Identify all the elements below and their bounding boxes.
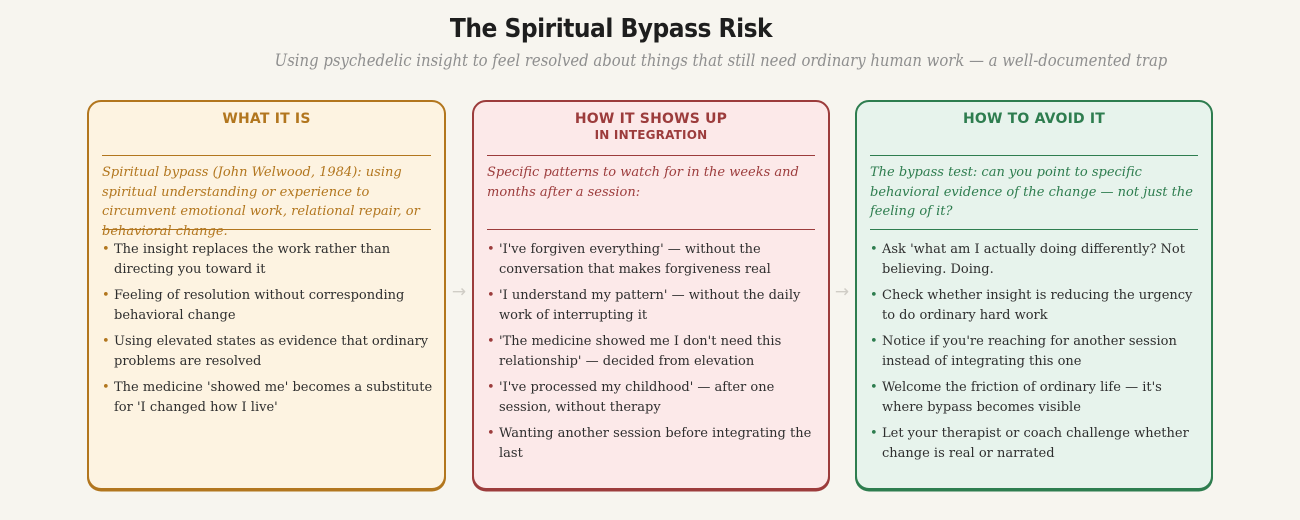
arrow-right-icon: → (451, 282, 467, 302)
section-divider (487, 229, 815, 230)
bullet-icon: • (102, 242, 110, 257)
section-divider (870, 155, 1198, 156)
bullet-text: Welcome the friction of ordinary life — … (882, 380, 1162, 415)
bullet-icon: • (870, 288, 878, 303)
bullet-text: Using elevated states as evidence that o… (114, 334, 429, 369)
panel-what-it-is: WHAT IT IS Spiritual bypass (John Welwoo… (87, 100, 446, 490)
bullet-text: The insight replaces the work rather tha… (114, 242, 391, 277)
panel-title: HOW TO AVOID IT (962, 111, 1106, 127)
list-item: • 'I understand my pattern' — without th… (487, 286, 821, 325)
bullet-icon: • (870, 334, 878, 349)
bullet-icon: • (487, 288, 495, 303)
panel-how-to-avoid-it: HOW TO AVOID IT The bypass test: can you… (855, 100, 1213, 490)
bullet-icon: • (487, 426, 495, 441)
list-item: • Using elevated states as evidence that… (102, 332, 437, 371)
bullet-icon: • (487, 242, 495, 257)
bullet-icon: • (870, 426, 878, 441)
arrow-right-icon: → (834, 282, 850, 302)
panel-how-it-shows-up: HOW IT SHOWS UP IN INTEGRATION Specific … (472, 100, 830, 490)
bullet-icon: • (102, 334, 110, 349)
bullet-icon: • (487, 334, 495, 349)
list-item: • Welcome the friction of ordinary life … (870, 378, 1204, 417)
list-item: • 'I've forgiven everything' — without t… (487, 240, 821, 279)
bullet-icon: • (870, 380, 878, 395)
list-item: • 'The medicine showed me I don't need t… (487, 332, 821, 371)
bullet-text: 'I've processed my childhood' — after on… (499, 380, 775, 415)
bullet-text: Feeling of resolution without correspond… (114, 288, 405, 323)
bullet-icon: • (870, 242, 878, 257)
panel-description: Spiritual bypass (John Welwood, 1984): u… (102, 165, 420, 239)
bullet-list: • The insight replaces the work rather t… (102, 240, 437, 424)
panel-title: WHAT IT IS (222, 111, 311, 127)
panel-title: HOW IT SHOWS UP (574, 111, 728, 127)
bullet-icon: • (102, 288, 110, 303)
page-subtitle: Using psychedelic insight to feel resolv… (274, 51, 1168, 70)
bullet-list: • 'I've forgiven everything' — without t… (487, 240, 821, 470)
panel-description: The bypass test: can you point to specif… (870, 165, 1193, 219)
bullet-text: Wanting another session before integrati… (499, 426, 812, 461)
list-item: • Ask 'what am I actually doing differen… (870, 240, 1204, 279)
list-item: • Wanting another session before integra… (487, 424, 821, 463)
bullet-text: Let your therapist or coach challenge wh… (882, 426, 1189, 461)
section-divider (102, 229, 431, 230)
bullet-text: 'The medicine showed me I don't need thi… (499, 334, 782, 369)
bullet-icon: • (102, 380, 110, 395)
bullet-text: Notice if you're reaching for another se… (882, 334, 1177, 369)
bullet-text: 'I've forgiven everything' — without the… (499, 242, 771, 277)
list-item: • Notice if you're reaching for another … (870, 332, 1204, 371)
section-divider (487, 155, 815, 156)
bullet-text: 'I understand my pattern' — without the … (499, 288, 801, 323)
list-item: • The medicine 'showed me' becomes a sub… (102, 378, 437, 417)
section-divider (870, 229, 1198, 230)
list-item: • The insight replaces the work rather t… (102, 240, 437, 279)
bullet-list: • Ask 'what am I actually doing differen… (870, 240, 1204, 470)
list-item: • Let your therapist or coach challenge … (870, 424, 1204, 463)
list-item: • Feeling of resolution without correspo… (102, 286, 437, 325)
panel-subtitle: IN INTEGRATION (594, 128, 708, 142)
bullet-text: Ask 'what am I actually doing differentl… (882, 242, 1185, 277)
bullet-text: Check whether insight is reducing the ur… (882, 288, 1193, 323)
list-item: • Check whether insight is reducing the … (870, 286, 1204, 325)
list-item: • 'I've processed my childhood' — after … (487, 378, 821, 417)
bullet-icon: • (487, 380, 495, 395)
section-divider (102, 155, 431, 156)
page-title: The Spiritual Bypass Risk (449, 14, 773, 44)
bullet-text: The medicine 'showed me' becomes a subst… (114, 380, 433, 415)
panel-description: Specific patterns to watch for in the we… (487, 165, 799, 200)
